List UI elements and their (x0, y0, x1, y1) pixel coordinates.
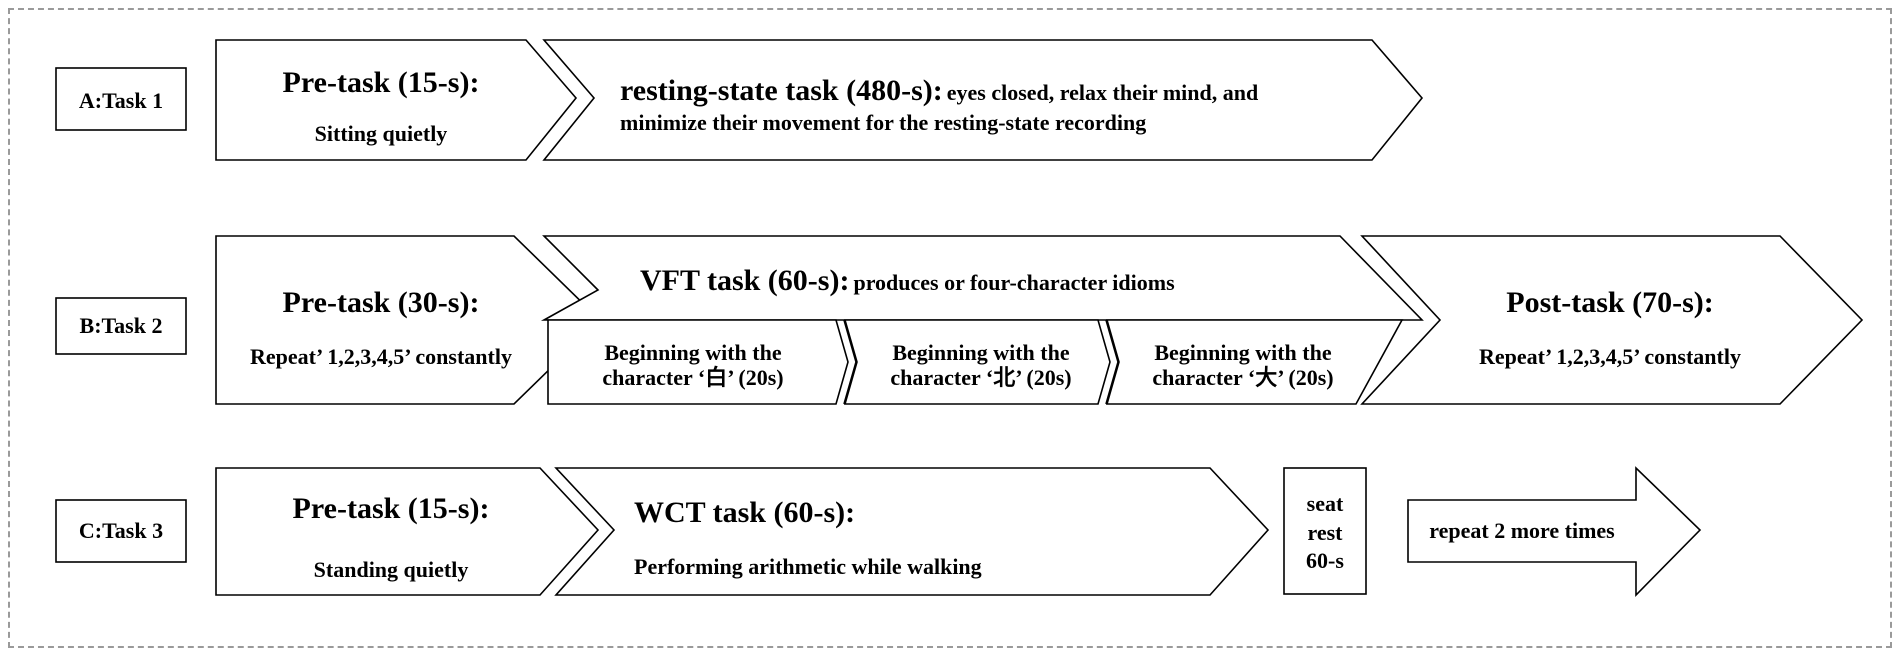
task2-post-title: Post-task (70-s): (1506, 286, 1714, 319)
task2-pre-title: Pre-task (30-s): (282, 286, 480, 319)
task1-main-desc2: minimize their movement for the resting-… (620, 110, 1147, 135)
task2-sub1 (547, 319, 849, 405)
task2-label-box (55, 297, 187, 355)
sub1-double-edge (843, 319, 857, 405)
task3-label: C:Task 3 (78, 518, 164, 543)
task3-wct-arrow (554, 467, 1270, 596)
task1-pre-desc: Sitting quietly (314, 121, 448, 146)
sub2-line1: Beginning with the (892, 340, 1070, 365)
task2-vft-desc: produces or four-character idioms (853, 270, 1175, 295)
task3-repeat-arrow (1407, 466, 1702, 597)
task2-vft-title: VFT task (60-s): (640, 264, 850, 297)
sub2-line2: character ‘北’ (20s) (890, 365, 1072, 391)
task2-label: B:Task 2 (79, 313, 163, 338)
task1-main-line1: resting-state task (480-s): eyes closed,… (620, 74, 1258, 109)
task2-sub2-text: Beginning with the character ‘北’ (20s) (860, 340, 1102, 391)
task3-pre-arrow (215, 467, 600, 596)
task1-main-title: resting-state task (480-s): (620, 74, 943, 107)
task3-pre-title: Pre-task (15-s): (292, 492, 490, 525)
task2-post-desc: Repeat’ 1,2,3,4,5’ constantly (1479, 344, 1741, 369)
task1-label-box (55, 67, 187, 131)
rest-line1: seat (1306, 491, 1344, 516)
task1-pre-title: Pre-task (15-s): (282, 66, 480, 99)
sub1-line2: character ‘白’ (20s) (602, 365, 784, 391)
sub1-line1: Beginning with the (604, 340, 782, 365)
rest-line2: rest (1307, 519, 1343, 545)
task2-sub2 (843, 319, 1111, 405)
task2-pre-desc: Repeat’ 1,2,3,4,5’ constantly (250, 344, 512, 369)
task3-label-box (55, 499, 187, 563)
task3-rest-text: seat rest 60-s (1284, 490, 1366, 576)
task3-pre-desc: Standing quietly (313, 557, 469, 582)
task3-wct-title: WCT task (60-s): (634, 496, 856, 529)
task2-sub3-text: Beginning with the character ‘大’ (20s) (1120, 340, 1366, 391)
task1-main-desc1: eyes closed, relax their mind, and (946, 80, 1259, 105)
task3-repeat-text: repeat 2 more times (1429, 518, 1615, 543)
dashed-frame (8, 8, 1892, 648)
task1-pre-arrow (215, 39, 578, 161)
task2-sub3 (1105, 319, 1404, 405)
task2-sub1-text: Beginning with the character ‘白’ (20s) (548, 340, 838, 391)
sub3-line1: Beginning with the (1154, 340, 1332, 365)
rest-line3: 60-s (1306, 548, 1344, 574)
task1-main-arrow (542, 39, 1424, 161)
task2-post-arrow (1360, 235, 1864, 405)
task1-label: A:Task 1 (78, 88, 164, 113)
sub3-line2: character ‘大’ (20s) (1152, 365, 1334, 391)
task3-rest-box (1283, 467, 1367, 595)
sub2-double-edge (1105, 319, 1119, 405)
task2-vft-line: VFT task (60-s): produces or four-charac… (640, 264, 1175, 299)
task3-wct-desc: Performing arithmetic while walking (634, 554, 982, 579)
